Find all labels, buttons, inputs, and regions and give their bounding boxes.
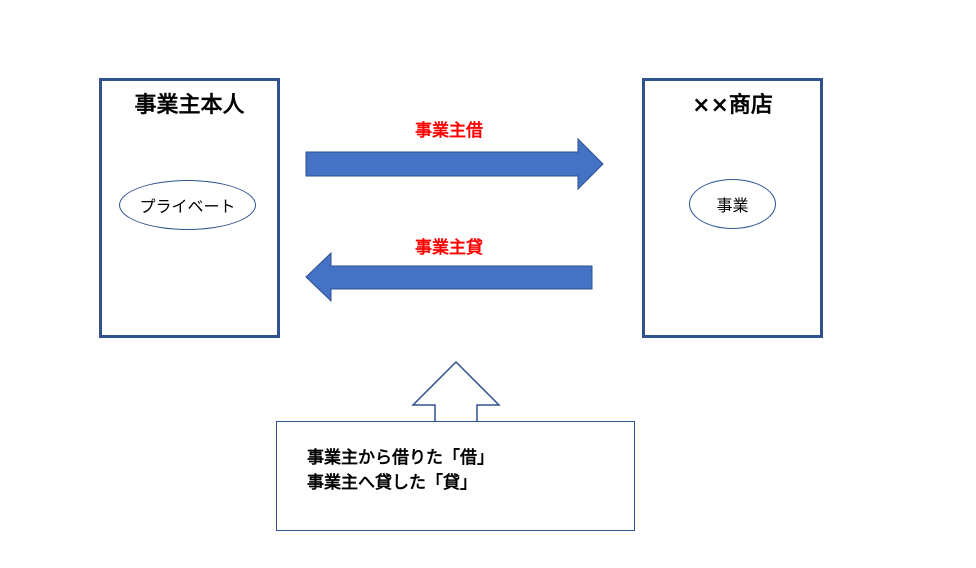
shop-box: ××商店 事業 <box>642 78 823 338</box>
left-arrow <box>305 251 593 303</box>
up-callout-arrow <box>411 360 501 421</box>
note-line-borrow: 事業主から借りた「借」 <box>307 448 494 468</box>
owner-title: 事業主本人 <box>134 93 245 118</box>
shop-title: ××商店 <box>692 93 773 118</box>
owner-draw-label: 事業主借 <box>415 121 483 141</box>
owner-box: 事業主本人 プライベート <box>99 78 280 338</box>
private-ellipse: プライベート <box>119 180 256 230</box>
note-box: 事業主から借りた「借」 事業主へ貸した「貸」 <box>276 421 635 531</box>
business-ellipse: 事業 <box>689 179 776 229</box>
right-arrow <box>305 137 604 191</box>
business-label: 事業 <box>716 196 749 215</box>
owner-loan-label: 事業主貸 <box>415 238 483 258</box>
note-line-lend: 事業主へ貸した「貸」 <box>307 473 477 493</box>
private-label: プライベート <box>139 197 236 216</box>
